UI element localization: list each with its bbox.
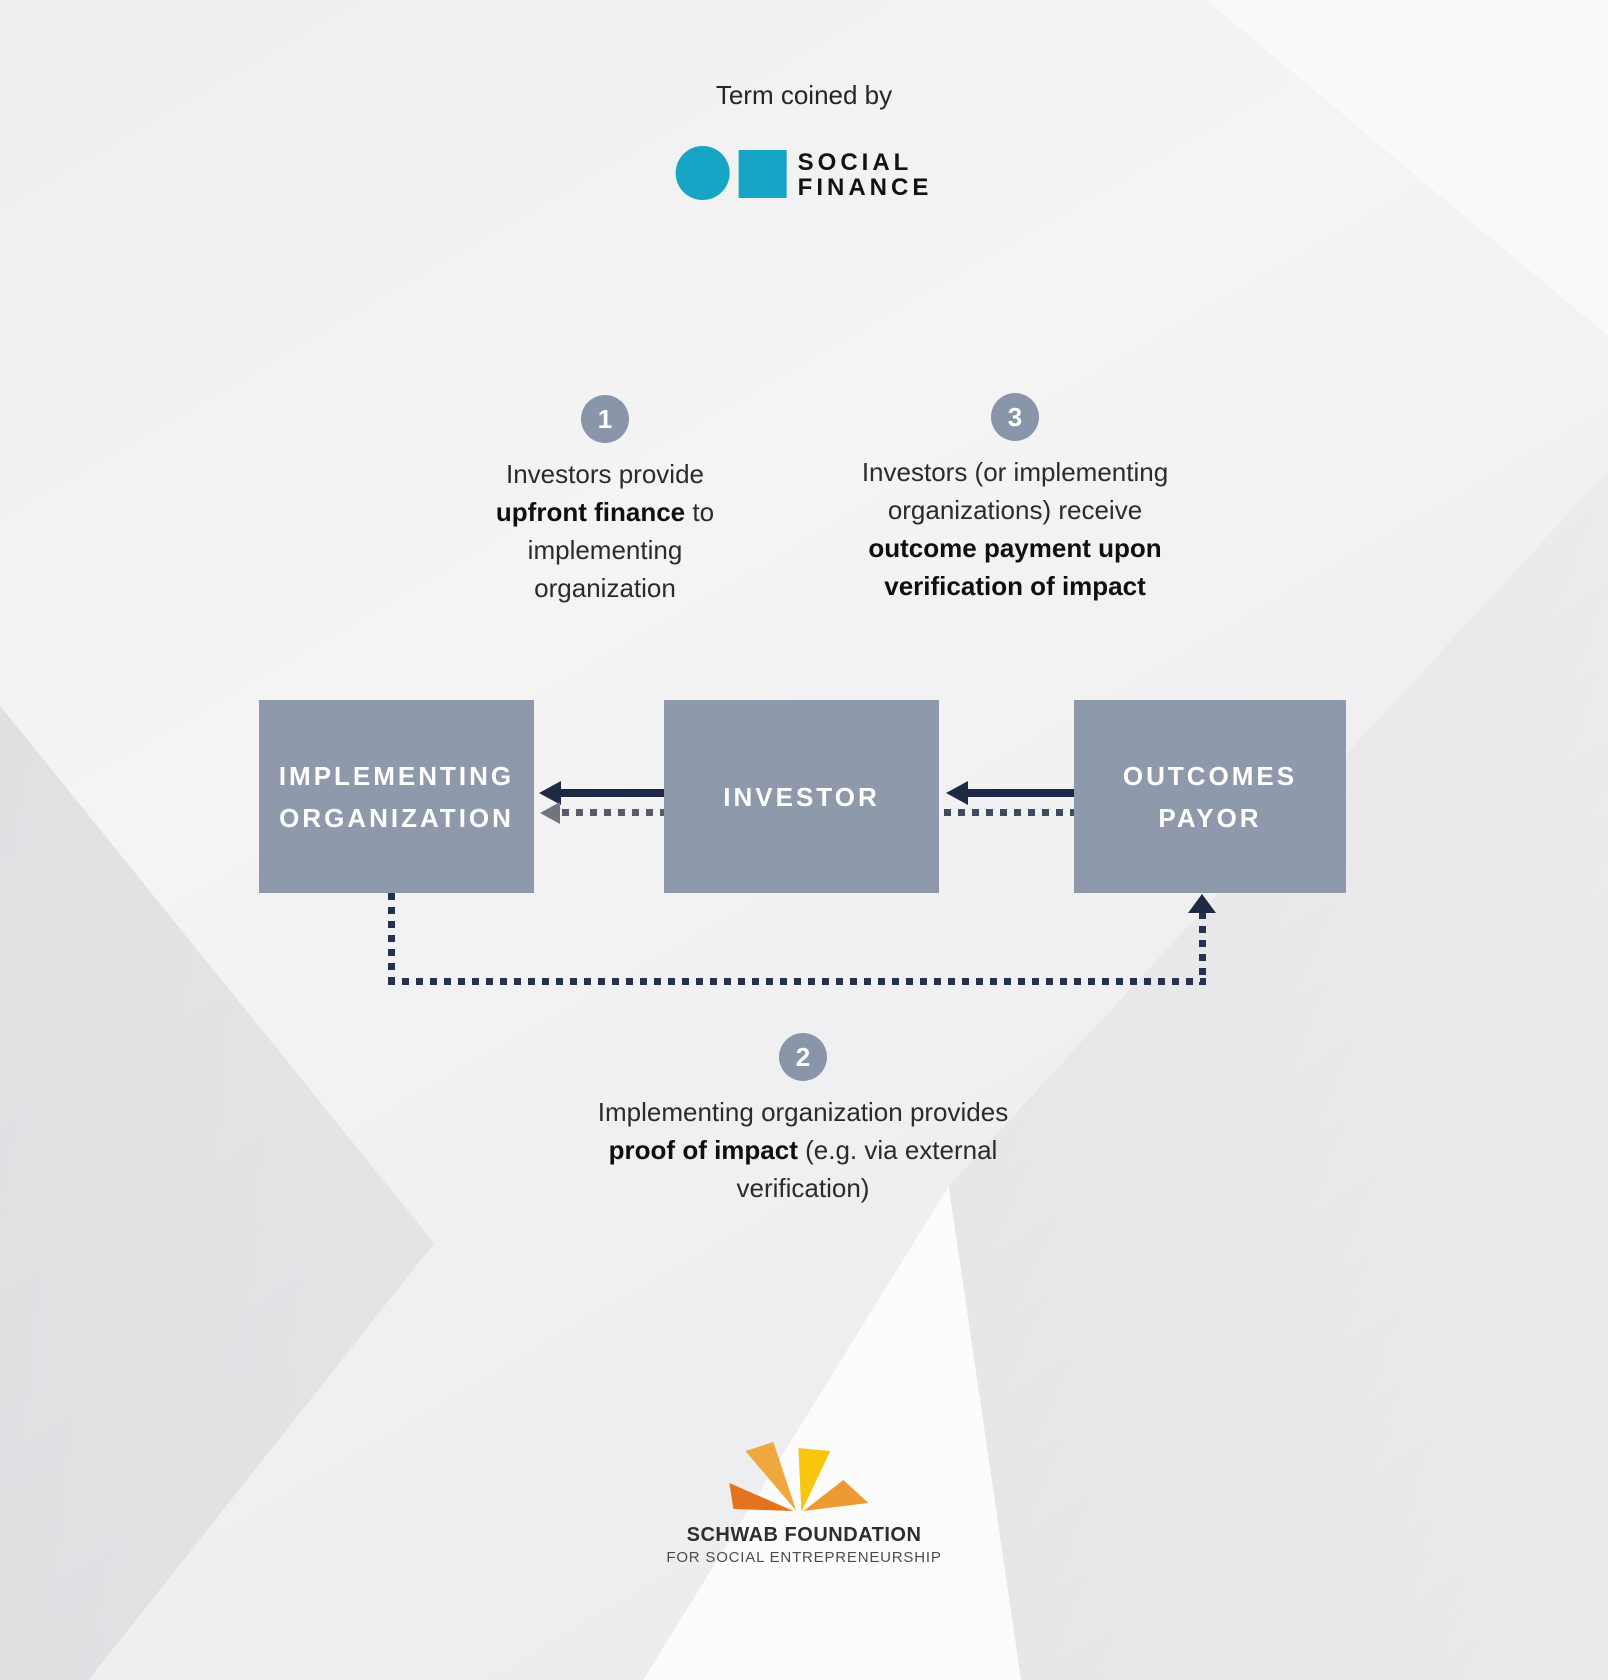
step-1-line: organization	[534, 573, 676, 603]
box-investor: INVESTOR	[664, 700, 939, 893]
feedback-path-horizontal	[388, 978, 1206, 985]
step-1-number-badge: 1	[581, 395, 629, 443]
step-2-line: proof of impact (e.g. via external	[608, 1135, 998, 1165]
step-2-line: Implementing organization provides	[597, 1097, 1009, 1127]
step-3-line: verification of impact	[884, 571, 1146, 601]
box-label-line: ORGANIZATION	[279, 802, 514, 833]
arrow-investor-to-implementing-solid-head-icon	[539, 781, 561, 805]
feedback-path-vertical-right	[1199, 912, 1206, 985]
social-finance-wordmark: SOCIAL FINANCE	[798, 150, 933, 200]
social-finance-logo: SOCIAL FINANCE	[675, 146, 933, 200]
arrow-payor-to-investor-dotted-line	[944, 809, 1074, 816]
social-finance-word1: SOCIAL	[797, 148, 913, 176]
social-finance-circle-icon	[675, 146, 730, 200]
feedback-path-vertical-left	[388, 893, 395, 985]
step-3-line: Investors (or implementing	[861, 457, 1169, 487]
step-2-number-badge: 2	[779, 1033, 827, 1081]
box-label-line: INVESTOR	[723, 781, 880, 812]
step-1: 1 Investors provide upfront finance to i…	[425, 395, 785, 607]
social-finance-square-icon	[738, 150, 787, 198]
arrow-payor-to-investor-solid-head-icon	[946, 781, 968, 805]
schwab-fan-icon	[728, 1442, 868, 1512]
box-label-line: OUTCOMES	[1122, 760, 1298, 791]
step-2-text: Implementing organization provides proof…	[563, 1093, 1043, 1207]
step-2: 2 Implementing organization provides pro…	[563, 1033, 1043, 1207]
step-3-line: organizations) receive	[887, 495, 1143, 525]
box-label-line: IMPLEMENTING	[278, 760, 515, 791]
box-implementing-organization: IMPLEMENTING ORGANIZATION	[259, 700, 534, 893]
step-2-line: verification)	[736, 1173, 870, 1203]
step-1-line: upfront finance to	[495, 497, 715, 527]
step-1-line: Investors provide	[506, 459, 704, 489]
step-3-number-badge: 3	[991, 393, 1039, 441]
step-3-text: Investors (or implementing organizations…	[825, 453, 1205, 605]
schwab-foundation-logo: SCHWAB FOUNDATION FOR SOCIAL ENTREPRENEU…	[666, 1442, 941, 1566]
term-coined-by-label: Term coined by	[715, 80, 893, 110]
box-outcomes-payor: OUTCOMES PAYOR	[1074, 700, 1346, 893]
arrow-investor-to-implementing-solid-shaft	[561, 789, 664, 797]
schwab-foundation-name: SCHWAB FOUNDATION	[686, 1524, 922, 1546]
arrow-investor-to-implementing-dotted-head-icon	[540, 802, 560, 824]
social-finance-word2: FINANCE	[797, 173, 933, 201]
feedback-path-up-arrowhead-icon	[1188, 894, 1216, 913]
step-3: 3 Investors (or implementing organizatio…	[825, 393, 1205, 605]
step-1-text: Investors provide upfront finance to imp…	[425, 455, 785, 607]
arrow-payor-to-investor-solid-shaft	[968, 789, 1074, 797]
arrow-investor-to-implementing-dotted-line	[562, 809, 664, 816]
step-3-line: outcome payment upon	[868, 533, 1162, 563]
step-1-line: implementing	[527, 535, 683, 565]
schwab-foundation-tagline: FOR SOCIAL ENTREPRENEURSHIP	[666, 1549, 942, 1566]
box-label-line: PAYOR	[1158, 802, 1262, 833]
